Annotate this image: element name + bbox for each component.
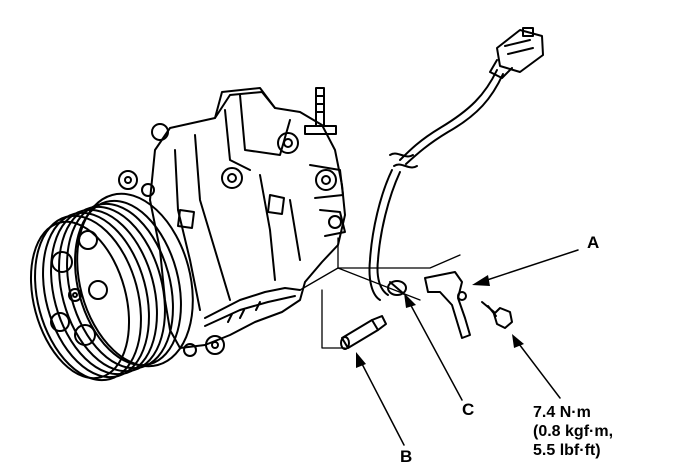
callout-a: A (587, 233, 600, 252)
compressor-body (118, 87, 346, 357)
bracket-a (424, 271, 471, 339)
callout-c: C (462, 400, 475, 419)
torque-line-1: 7.4 N·m (533, 404, 591, 421)
torque-line-3: 5.5 lbf·ft) (533, 442, 601, 459)
sensor-b (340, 315, 387, 350)
arrowheads (356, 275, 524, 368)
leader-lines (359, 249, 579, 446)
projection-lines (299, 237, 461, 349)
torque-line-2: (0.8 kgf·m, (533, 423, 614, 440)
callout-b: B (400, 447, 413, 466)
wire-harness (368, 27, 544, 301)
pulley-assembly (29, 192, 194, 382)
torque-spec: 7.4 N·m (0.8 kgf·m, 5.5 lbf·ft) (533, 403, 613, 460)
bolt (481, 301, 513, 329)
